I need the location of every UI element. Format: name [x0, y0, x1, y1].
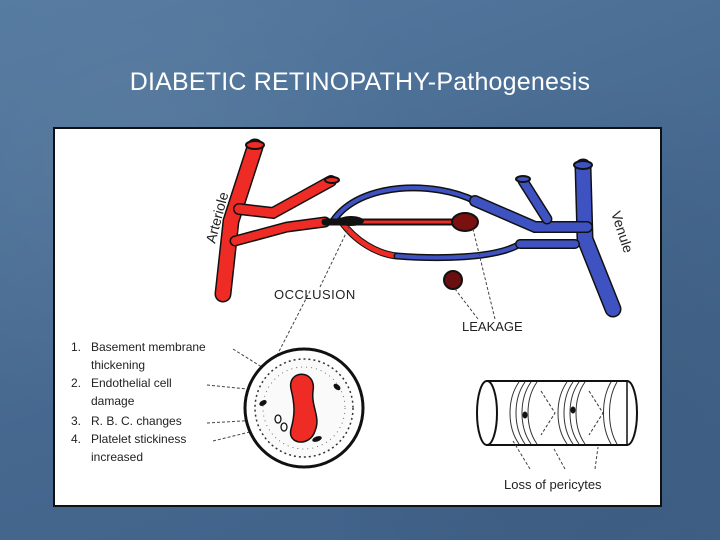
venule-branch-end — [515, 175, 531, 183]
occlusion-pointer — [319, 226, 350, 288]
leakage-pointer — [454, 288, 479, 320]
venule-label: Venule — [608, 209, 637, 255]
vessel-cylinder — [476, 380, 638, 446]
endothelial-nucleus — [333, 383, 341, 391]
venule — [469, 158, 622, 318]
platelet — [274, 414, 282, 424]
venule-end — [573, 160, 593, 170]
occlusion-label: OCCLUSION — [274, 287, 356, 302]
slide-title: DIABETIC RETINOPATHY-Pathogenesis — [129, 68, 591, 96]
list-number-4: 4. — [71, 432, 81, 446]
list-number-1: 1. — [71, 340, 81, 354]
leakage-blob — [443, 270, 463, 290]
capillary-cross-section — [243, 347, 365, 469]
endothelial-nucleus — [259, 400, 267, 406]
red-blood-cell — [289, 373, 318, 443]
list-item-1-line-2: thickening — [91, 358, 145, 372]
capillary-loop — [321, 184, 524, 262]
loss-of-pericytes-label: Loss of pericytes — [504, 477, 602, 492]
arteriole-branch-end — [324, 176, 340, 184]
list-item-3-line-1: R. B. C. changes — [91, 414, 182, 428]
list-item-2-line-2: damage — [91, 394, 135, 408]
diagram-canvas: Arteriole Venule OCCLUSION LEAKAGE 1. Ba… — [71, 138, 638, 492]
leakage-pointer-2 — [472, 228, 496, 320]
pathogenesis-list: 1. Basement membrane thickening 2. Endot… — [71, 340, 206, 464]
pathogenesis-diagram: Arteriole Venule OCCLUSION LEAKAGE 1. Ba… — [53, 127, 662, 507]
endothelial-nucleus — [312, 436, 322, 442]
arteriole — [214, 138, 401, 303]
list-number-2: 2. — [71, 376, 81, 390]
list-item-1-line-1: Basement membrane — [91, 340, 206, 354]
pericyte-nucleus — [522, 411, 528, 419]
occlusion-clot — [338, 216, 364, 226]
platelet — [280, 422, 288, 432]
list-item-4-line-1: Platelet stickiness — [91, 432, 186, 446]
list-item-2-line-1: Endothelial cell — [91, 376, 172, 390]
pericyte-nucleus — [570, 406, 576, 414]
list-number-3: 3. — [71, 414, 81, 428]
pericyte-pointers — [512, 440, 599, 470]
list-item-4-line-2: increased — [91, 450, 143, 464]
leakage-label: LEAKAGE — [462, 319, 523, 334]
microaneurysm — [451, 212, 479, 232]
arteriole-end — [245, 140, 265, 150]
